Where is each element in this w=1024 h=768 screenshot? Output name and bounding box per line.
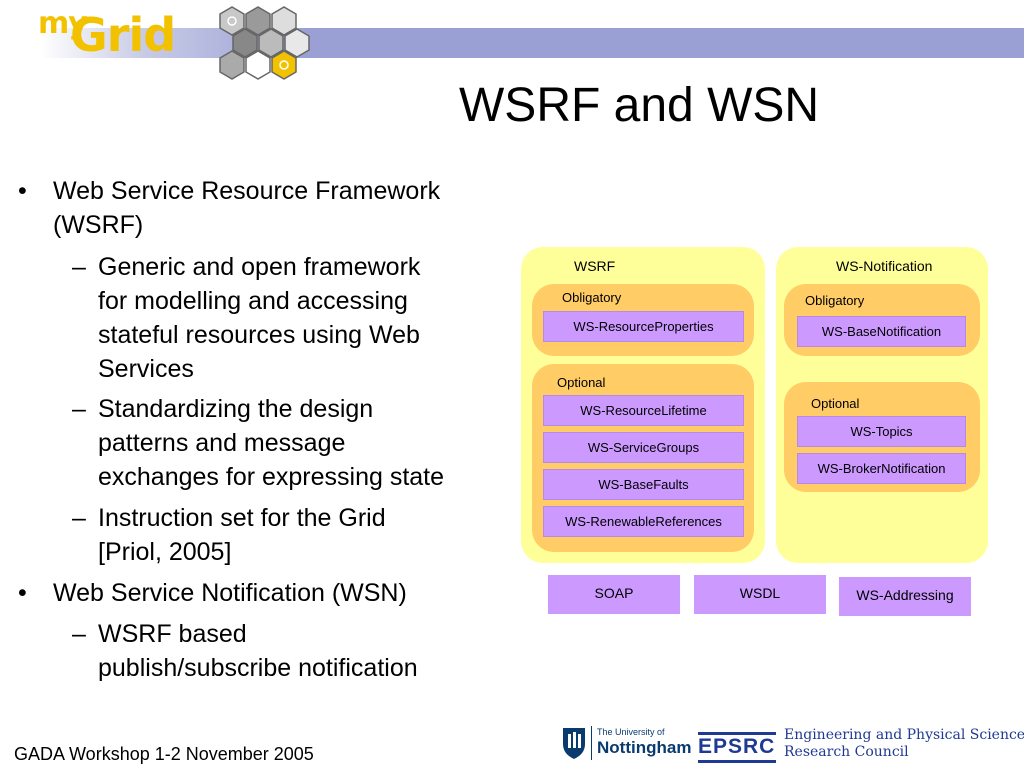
sub-bullet-marker: – (72, 253, 86, 281)
bullet-text: (WSRF) (53, 211, 144, 239)
nottingham-logo: The University of Nottingham (561, 724, 691, 764)
epsrc-line1: Engineering and Physical Sciences (784, 727, 1024, 743)
sub-bullet-text: [Priol, 2005] (98, 538, 232, 566)
epsrc-logo: EPSRC Engineering and Physical Sciences … (698, 724, 1024, 764)
spec-ws-brokernotification: WS-BrokerNotification (797, 453, 966, 484)
spec-ws-basenotification: WS-BaseNotification (797, 316, 966, 347)
sub-bullet-text: stateful resources using Web (98, 321, 420, 349)
sub-bullet-text: patterns and message (98, 429, 346, 457)
sub-bullet-text: Standardizing the design (98, 395, 374, 423)
spec-ws-servicegroups: WS-ServiceGroups (543, 432, 744, 463)
bullet-text: Web Service Notification (WSN) (53, 579, 407, 607)
bullet-marker: • (18, 177, 27, 205)
nottingham-small-text: The University of (597, 727, 665, 737)
wsrf-obligatory-label: Obligatory (562, 290, 622, 305)
bullet-wsrf: Web Service Resource Framework (WSRF) (53, 174, 440, 242)
slide-title: WSRF and WSN (459, 79, 820, 132)
sub-bullet-standardizing: Standardizing the design patterns and me… (98, 392, 444, 494)
sub-bullet-instruction: Instruction set for the Grid [Priol, 200… (98, 501, 386, 569)
bullet-wsn: Web Service Notification (WSN) (53, 576, 407, 610)
nottingham-crest-icon (563, 728, 585, 759)
sub-bullet-text: for modelling and accessing (98, 287, 408, 315)
sub-bullet-marker: – (72, 504, 86, 532)
wsrf-optional-label: Optional (557, 375, 606, 390)
spec-ws-topics: WS-Topics (797, 416, 966, 447)
logo-my-text: my (38, 6, 88, 41)
footer-text: GADA Workshop 1-2 November 2005 (14, 744, 314, 764)
sub-bullet-text: publish/subscribe notification (98, 654, 418, 682)
sub-bullet-text: WSRF based (98, 620, 247, 648)
sub-bullet-generic: Generic and open framework for modelling… (98, 250, 420, 386)
epsrc-line2: Research Council (784, 744, 909, 760)
spec-wsdl: WSDL (694, 575, 826, 614)
wsn-optional-label: Optional (811, 396, 860, 411)
bullet-text: Web Service Resource Framework (53, 177, 441, 205)
logo-grid-text: Grid (70, 8, 176, 62)
spec-ws-renewablereferences: WS-RenewableReferences (543, 506, 744, 537)
wsrf-panel-title: WSRF (574, 258, 616, 274)
sub-bullet-text: Generic and open framework (98, 253, 421, 281)
spec-ws-resourceproperties: WS-ResourceProperties (543, 311, 744, 342)
spec-ws-addressing: WS-Addressing (839, 577, 971, 616)
sub-bullet-marker: – (72, 395, 86, 423)
spec-soap: SOAP (548, 575, 680, 614)
mygrid-cubes-logo (219, 6, 310, 80)
sub-bullet-text: exchanges for expressing state (98, 463, 445, 491)
ws-notification-panel-title: WS-Notification (836, 258, 933, 274)
bullet-marker: • (18, 579, 27, 607)
wsn-obligatory-label: Obligatory (805, 293, 865, 308)
sub-bullet-text: Services (98, 355, 194, 383)
spec-ws-resourcelifetime: WS-ResourceLifetime (543, 395, 744, 426)
sub-bullet-marker: – (72, 620, 86, 648)
nottingham-big-text: Nottingham (597, 738, 692, 757)
header-bar (0, 28, 1024, 58)
epsrc-text: EPSRC (698, 735, 776, 758)
sub-bullet-pubsub: WSRF based publish/subscribe notificatio… (98, 617, 418, 685)
spec-ws-basefaults: WS-BaseFaults (543, 469, 744, 500)
sub-bullet-text: Instruction set for the Grid (98, 504, 386, 532)
